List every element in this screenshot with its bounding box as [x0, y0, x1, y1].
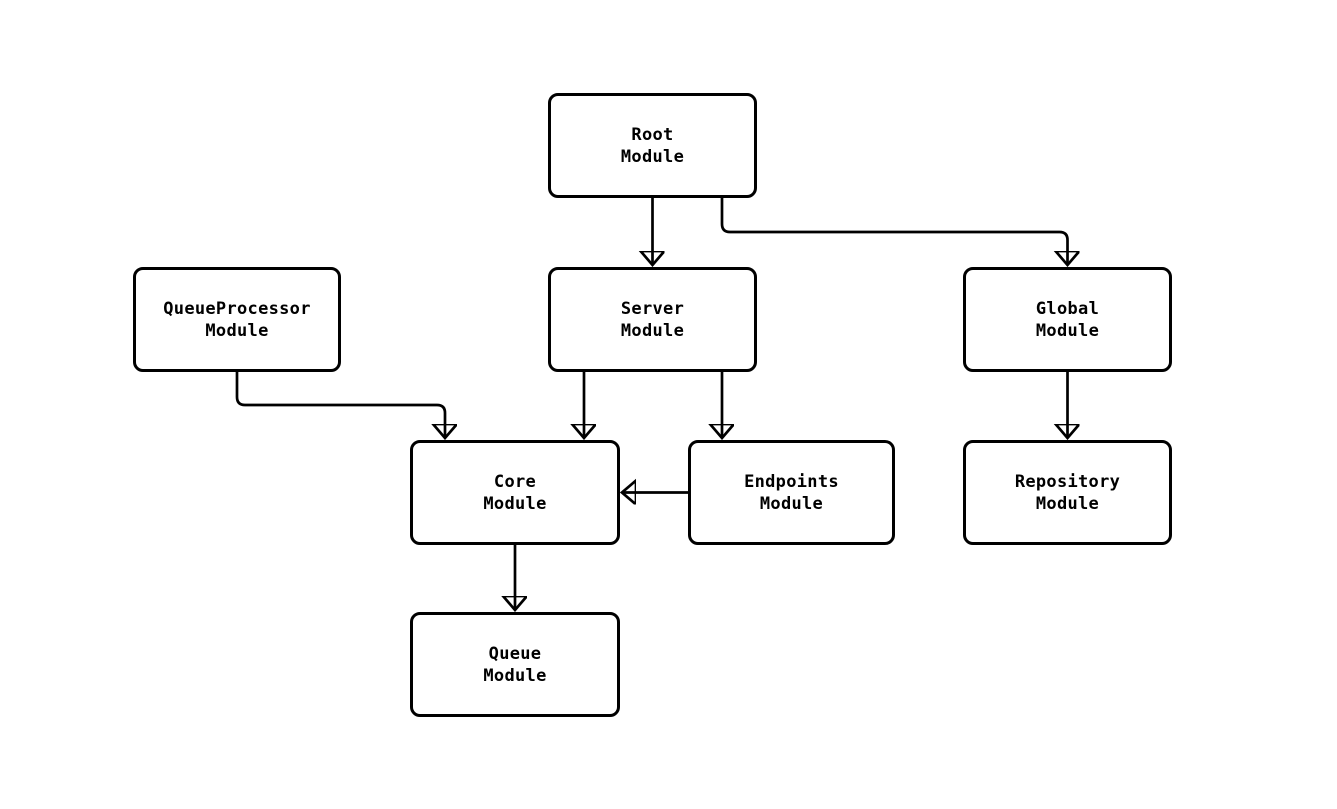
- node-repository-module: Repository Module: [963, 440, 1172, 545]
- node-root-module: Root Module: [548, 93, 757, 198]
- node-global-module: Global Module: [963, 267, 1172, 372]
- node-label-line1: Global: [1035, 298, 1100, 319]
- node-label-line2: Module: [620, 320, 685, 341]
- node-label-line2: Module: [483, 493, 547, 514]
- edge-queueprocessor-to-core: [235, 372, 445, 438]
- node-queue-module: Queue Module: [410, 612, 620, 717]
- node-queueprocessor-module: QueueProcessor Module: [133, 267, 341, 372]
- node-label-line1: Server: [620, 298, 685, 319]
- node-label-line1: Core: [493, 471, 537, 492]
- node-label-line2: Module: [483, 665, 547, 686]
- node-endpoints-module: Endpoints Module: [688, 440, 895, 545]
- node-label-line2: Module: [759, 493, 824, 514]
- node-queueprocessor-module-label: QueueProcessor Module: [163, 298, 311, 342]
- node-label-line2: Module: [620, 146, 685, 167]
- node-label-line1: Repository: [1014, 471, 1121, 492]
- node-global-module-label: Global Module: [1036, 298, 1099, 342]
- node-queue-module-label: Queue Module: [483, 643, 546, 687]
- node-server-module: Server Module: [548, 267, 757, 372]
- node-endpoints-module-label: Endpoints Module: [744, 471, 839, 515]
- edge-root-to-global: [720, 198, 1068, 265]
- node-repository-module-label: Repository Module: [1015, 471, 1120, 515]
- node-label-line1: Queue: [488, 643, 542, 664]
- node-root-module-label: Root Module: [621, 124, 684, 168]
- node-label-line1: QueueProcessor: [163, 298, 311, 319]
- node-server-module-label: Server Module: [621, 298, 684, 342]
- node-label-line2: Module: [205, 320, 269, 341]
- node-core-module: Core Module: [410, 440, 620, 545]
- node-label-line1: Root: [631, 124, 674, 145]
- node-label-line2: Module: [1035, 320, 1100, 341]
- node-label-line2: Module: [1035, 493, 1100, 514]
- node-core-module-label: Core Module: [483, 471, 546, 515]
- node-label-line1: Endpoints: [744, 471, 839, 492]
